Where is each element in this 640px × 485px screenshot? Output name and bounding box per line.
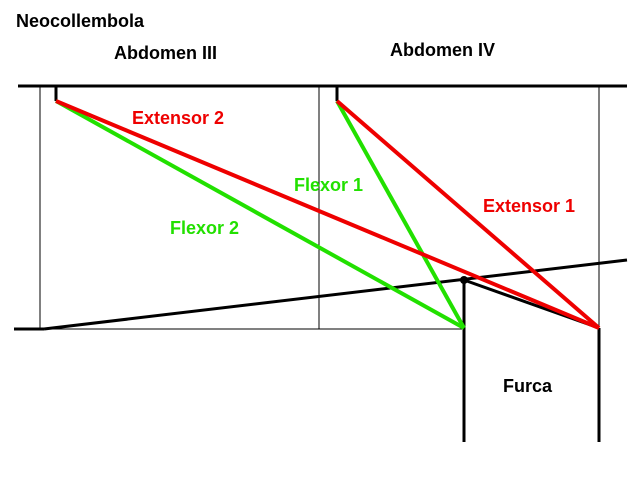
extensor-2-muscle: [55, 99, 600, 330]
furca-label: Furca: [503, 376, 553, 396]
ventral-body-line-slanted: [43, 258, 628, 331]
flexor-2-muscle: [55, 99, 465, 330]
flexor-2-label: Flexor 2: [170, 218, 240, 238]
abdomen-3-label: Abdomen III: [114, 43, 217, 63]
flexor-1-muscle: [335, 100, 466, 329]
extensor-2-label: Extensor 2: [132, 108, 225, 128]
flexor-1-label: Flexor 1: [294, 175, 364, 195]
diagram-title: Neocollembola: [16, 11, 145, 31]
furca-hinge-point: [460, 276, 468, 284]
extensor-1-muscle: [335, 99, 601, 330]
abdomen-4-label: Abdomen IV: [390, 40, 496, 60]
extensor-1-label: Extensor 1: [483, 196, 576, 216]
